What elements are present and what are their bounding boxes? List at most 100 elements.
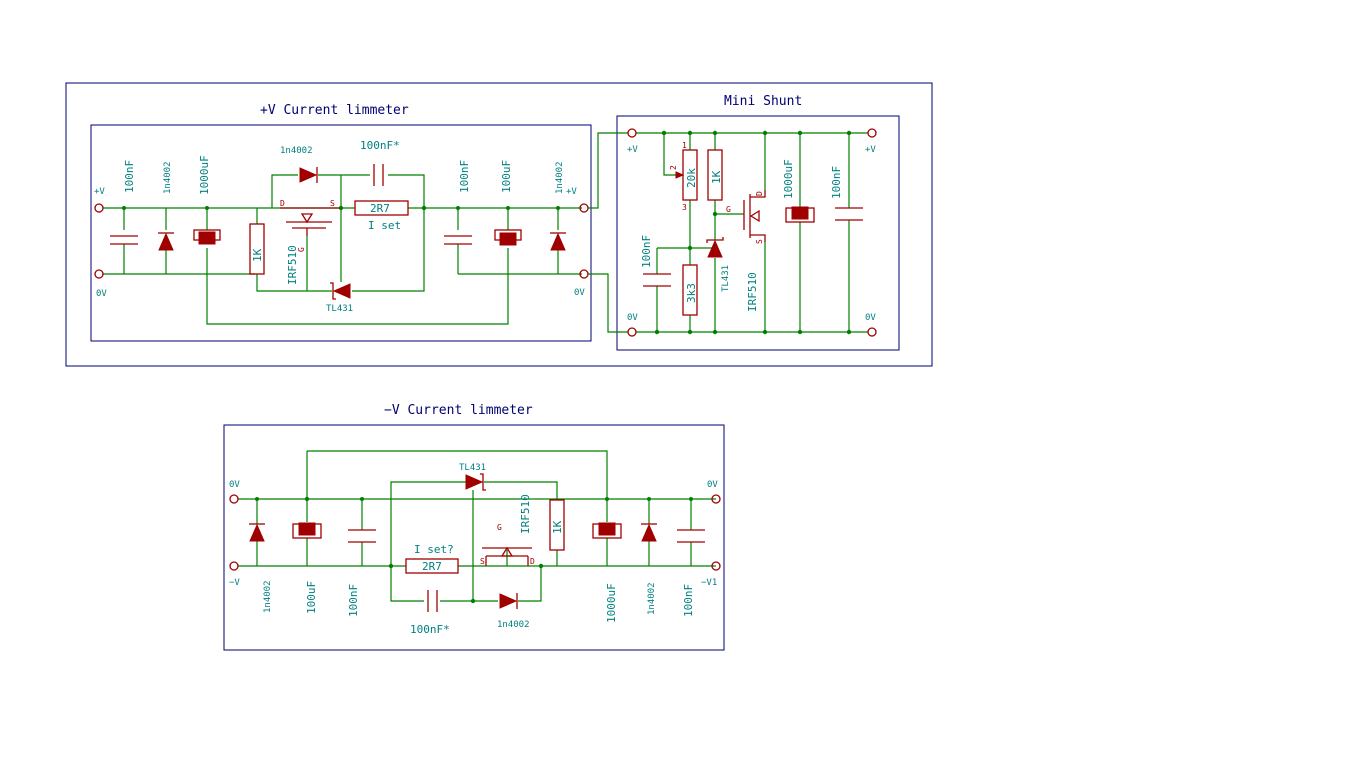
shunt-trimmer-wiper-arrow	[675, 171, 685, 179]
minus-mosfet-irf510	[482, 546, 532, 566]
plus-resistor-2r7	[354, 200, 409, 216]
minus-out-v-terminal	[711, 561, 721, 571]
minus-resistor-2r7	[405, 558, 459, 574]
mini-shunt-title: Mini Shunt	[724, 94, 802, 109]
minus-out-0v-label: 0V	[707, 480, 718, 490]
bridge-wire-v	[588, 132, 628, 209]
minus-in-v-terminal	[229, 561, 239, 571]
shunt-u-label: TL431	[721, 265, 731, 292]
minus-q-label: IRF510	[519, 494, 532, 534]
minus-r1k-label: 1K	[551, 520, 564, 534]
shunt-in-0v-label: 0V	[627, 313, 638, 323]
minus-in-v-label: −V	[229, 578, 240, 588]
minus-capacitor-c2	[348, 529, 376, 543]
shunt-pin-2: 2	[669, 165, 678, 170]
minus-c1-label: 100uF	[305, 581, 318, 614]
shunt-c2-label: 1000uF	[782, 159, 795, 199]
minus-diode-d3	[641, 523, 657, 542]
shunt-capacitor-c3	[835, 207, 863, 221]
shunt-in-v-label: +V	[627, 145, 638, 155]
shunt-pin-s: S	[755, 239, 764, 244]
shunt-c3-label: 100nF	[830, 166, 843, 199]
minus-capacitor-c5	[677, 529, 705, 543]
mini-shunt-circuit: +V 0V +V 0V 100nF 20k 1K 3k3 TL431 IRF51…	[627, 128, 877, 337]
plus-limiter-frame	[90, 124, 592, 342]
plus-r2r7-label: 2R7	[370, 202, 390, 215]
minus-electrolytic-c4	[592, 522, 622, 539]
shunt-out-0v-terminal	[867, 327, 877, 337]
minus-u-label: TL431	[459, 463, 486, 473]
plus-capacitor-c4	[444, 235, 472, 245]
shunt-r3k3-label: 3k3	[685, 283, 698, 303]
minus-d2-label: 1n4002	[497, 620, 530, 630]
shunt-rv-label: 20k	[685, 168, 698, 188]
plus-c4-label: 100nF	[458, 160, 471, 193]
minus-resistor-1k	[549, 499, 565, 551]
plus-q-pin-g: G	[297, 247, 306, 252]
plus-c1-label: 100nF	[123, 160, 136, 193]
mini-shunt-frame	[616, 115, 900, 351]
shunt-resistor-3k3	[682, 264, 698, 316]
plus-capacitor-c1	[110, 235, 138, 245]
minus-r2r7-label: 2R7	[422, 560, 442, 573]
shunt-tl431	[706, 237, 724, 258]
minus-q-pin-d: D	[530, 557, 535, 566]
shunt-pin-3: 3	[682, 203, 687, 212]
plus-r1k-label: 1K	[251, 248, 264, 262]
minus-limiter-circuit: 0V −V 0V −V1 1n4002 100uF 100nF TL431 IR…	[229, 450, 721, 636]
outer-frame-top	[65, 82, 933, 367]
minus-tl431	[465, 473, 486, 491]
plus-diode-d1	[158, 232, 174, 251]
minus-d3-label: 1n4002	[647, 582, 657, 615]
plus-q-pin-s: S	[330, 199, 335, 208]
minus-limiter-frame	[223, 424, 725, 651]
minus-limiter-title: −V Current limmeter	[384, 403, 533, 418]
plus-in-v-terminal	[94, 203, 104, 213]
minus-capacitor-c3	[427, 590, 438, 612]
plus-c2-label: 1000uF	[198, 155, 211, 195]
plus-q-pin-d: D	[280, 199, 285, 208]
shunt-q-label: IRF510	[746, 272, 759, 312]
plus-electrolytic-c5	[494, 229, 522, 246]
plus-q-label: IRF510	[286, 245, 299, 285]
minus-out-0v-terminal	[711, 494, 721, 504]
minus-out-v-label: −V1	[701, 578, 717, 588]
shunt-pin-1: 1	[682, 141, 687, 150]
minus-q-pin-g: G	[497, 523, 502, 532]
minus-iset-label: I set?	[414, 543, 454, 556]
minus-diode-d2	[499, 593, 518, 609]
plus-diode-d3	[550, 232, 566, 251]
plus-d2-label: 1n4002	[280, 146, 313, 156]
plus-d3-label: 1n4002	[555, 161, 565, 194]
minus-diode-d1	[249, 523, 265, 542]
minus-d1-label: 1n4002	[263, 580, 273, 613]
minus-q-pin-s: S	[480, 557, 485, 566]
minus-c4-label: 1000uF	[605, 583, 618, 623]
minus-in-0v-label: 0V	[229, 480, 240, 490]
plus-mosfet-irf510	[280, 207, 340, 236]
plus-capacitor-c3	[373, 164, 384, 186]
shunt-resistor-1k	[707, 149, 723, 201]
plus-out-0v-label: 0V	[574, 288, 585, 298]
plus-in-v-label: +V	[94, 187, 105, 197]
plus-out-v-label: +V	[566, 187, 577, 197]
shunt-r1k-label: 1K	[710, 170, 723, 184]
shunt-in-v-terminal	[627, 128, 637, 138]
plus-limiter-circuit: +V 0V +V 0V 100nF 1n4002 1000uF 1n4002 1…	[94, 139, 589, 325]
minus-electrolytic-c1	[292, 522, 322, 539]
plus-electrolytic-c2	[193, 229, 221, 245]
minus-in-0v-terminal	[229, 494, 239, 504]
shunt-out-v-label: +V	[865, 145, 876, 155]
bridge-wire-0v	[588, 273, 628, 333]
plus-in-0v-label: 0V	[96, 289, 107, 299]
shunt-pin-d: D	[755, 191, 764, 196]
plus-in-0v-terminal	[94, 269, 104, 279]
shunt-electrolytic-c2	[785, 206, 815, 223]
plus-resistor-1k	[249, 223, 265, 275]
shunt-mosfet-irf510	[743, 190, 766, 242]
shunt-out-v-terminal	[867, 128, 877, 138]
plus-diode-d2	[299, 167, 318, 183]
shunt-c1-label: 100nF	[640, 235, 653, 268]
minus-c5-label: 100nF	[682, 584, 695, 617]
minus-c3-label: 100nF*	[410, 623, 450, 636]
